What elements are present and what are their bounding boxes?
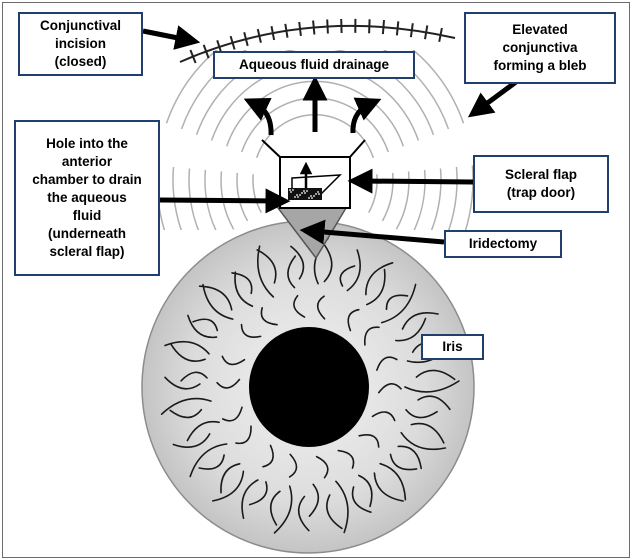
- label-aqueous-fluid-drainage: Aqueous fluid drainage: [213, 51, 415, 79]
- suture-tick: [439, 28, 442, 42]
- suture-tick: [411, 23, 413, 37]
- label-iridectomy: Iridectomy: [444, 230, 562, 258]
- suture-tick: [272, 26, 275, 40]
- suture-tick: [383, 20, 384, 34]
- bleb-arc: [157, 166, 178, 263]
- label-scleral-flap: Scleral flap (trap door): [473, 155, 609, 213]
- suture-tick: [285, 24, 287, 38]
- suture-tick: [425, 25, 427, 39]
- label-conjunctival-incision: Conjunctival incision (closed): [18, 12, 143, 76]
- suture-tick: [397, 21, 398, 35]
- suture-tick: [327, 20, 328, 34]
- bleb-arc: [205, 170, 220, 238]
- label-hole-anterior-chamber: Hole into the anterior chamber to drain …: [14, 120, 160, 276]
- bleb-arc: [237, 173, 247, 221]
- pupil: [249, 327, 369, 447]
- suture-tick: [299, 22, 301, 36]
- label-elevated-conjunctiva: Elevated conjunctiva forming a bleb: [464, 12, 616, 84]
- label-iris: Iris: [421, 334, 484, 360]
- scleral-flap: [262, 140, 365, 208]
- suture-tick: [313, 21, 314, 35]
- bleb-arc: [189, 169, 206, 247]
- suture-tick: [369, 19, 370, 33]
- bleb-arc: [253, 174, 261, 212]
